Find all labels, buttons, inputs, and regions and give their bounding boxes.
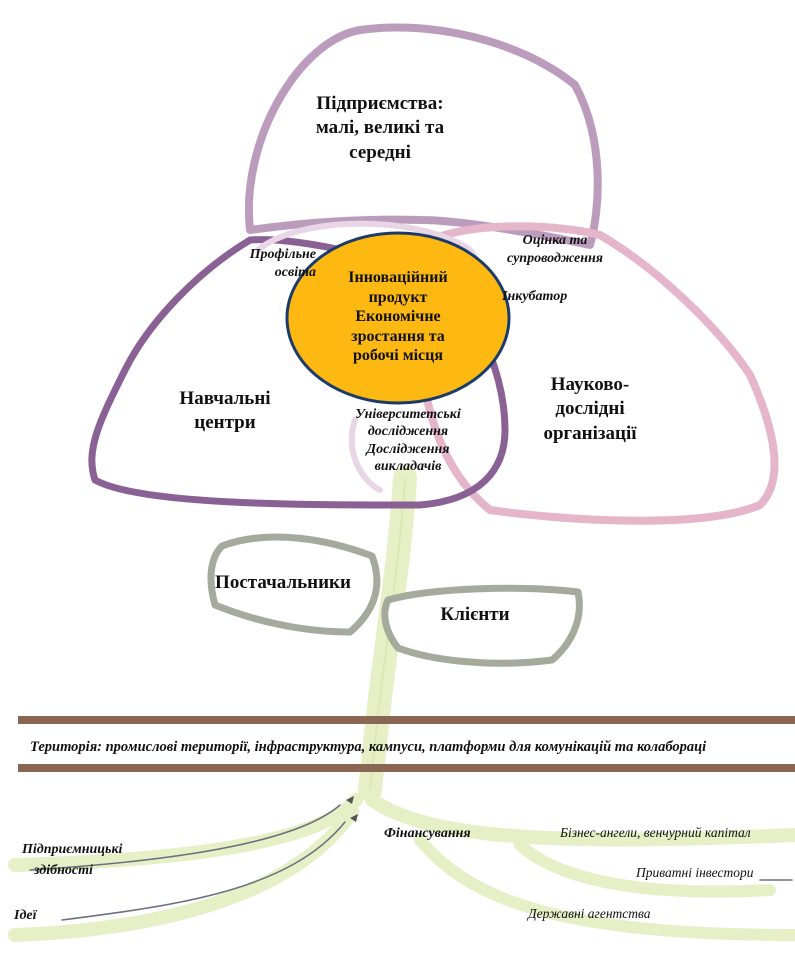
label-research-line-1: Науково- — [550, 374, 630, 395]
label-assessment: Оцінка та супроводження — [495, 232, 615, 268]
leaf-clients — [381, 584, 583, 667]
label-assessment-line-1: Оцінка та — [522, 233, 588, 248]
flow-line-entrepreneurial — [29, 804, 341, 871]
label-territory: Територія: промислові території, інфраст… — [30, 739, 707, 755]
label-center-line-3: Економічне — [355, 308, 441, 326]
label-center-line-2: продукт — [368, 288, 428, 306]
label-enterprises: Підприємства: малі, великі та середні — [255, 92, 505, 165]
label-clients: Клієнти — [440, 604, 510, 625]
label-center: Інноваційний продукт Економічне зростанн… — [300, 268, 496, 366]
label-center-line-1: Інноваційний — [348, 269, 448, 286]
label-profile-line-1: Профільне — [249, 247, 316, 262]
label-research-overlap-line-2: дослідження — [367, 424, 449, 440]
root-right — [365, 793, 795, 847]
leaf-suppliers — [207, 533, 381, 636]
arrow-head-2 — [350, 814, 358, 822]
root-right-mid — [514, 839, 776, 898]
label-entrepreneurial-line-1: Підприємницькі — [22, 842, 123, 857]
label-assessment-line-2: супроводження — [506, 251, 604, 267]
label-financing: Фінансування — [384, 826, 471, 841]
label-state-agencies: Державні агентства — [528, 906, 651, 921]
label-ideas: Ідеї — [14, 908, 37, 923]
label-university-research: Університетські дослідження Дослідження … — [340, 406, 476, 475]
label-research-line-2: дослідні — [555, 398, 625, 420]
label-incubator-line-1: Інкубатор — [502, 289, 568, 304]
roots — [8, 793, 795, 942]
arrow-head-1 — [346, 796, 354, 804]
label-entrepreneurial-line-2: здібності — [34, 863, 93, 878]
root-left — [8, 793, 363, 872]
label-profile-line-2: освіта — [274, 265, 316, 281]
label-profile-education: Профільне освіта — [240, 246, 316, 282]
petal-enterprises — [244, 23, 602, 249]
label-training-centers: Навчальні центри — [140, 387, 310, 436]
label-center-line-4: зростання та — [351, 327, 445, 345]
label-incubator: Інкубатор — [502, 288, 592, 306]
root-right-lower — [414, 834, 795, 941]
label-suppliers: Постачальники — [215, 572, 351, 593]
label-training-line-1: Навчальні — [179, 388, 271, 409]
label-research-overlap-line-3: Дослідження — [366, 441, 450, 457]
label-entrepreneurial-abilities: Підприємницькі здібності — [22, 839, 142, 881]
label-private-investors: Приватні інвестори — [636, 865, 754, 880]
label-enterprises-line-3: середні — [349, 141, 411, 163]
flow-line-ideas — [61, 821, 346, 921]
label-research-line-3: організації — [543, 422, 637, 444]
label-research-overlap-line-4: викладачів — [374, 459, 442, 475]
label-training-line-2: центри — [194, 412, 256, 434]
ground-bar-bottom — [18, 764, 795, 772]
ground-bar-top — [18, 716, 795, 724]
label-research-overlap-line-1: Університетські — [355, 407, 461, 422]
label-enterprises-line-2: малі, великі та — [315, 117, 445, 139]
center-circle — [285, 231, 511, 405]
label-enterprises-line-1: Підприємства: — [316, 93, 444, 114]
label-center-line-5: робочі місця — [352, 347, 444, 365]
label-business-angels: Бізнес-ангели, венчурний капітал — [560, 825, 751, 840]
label-research-orgs: Науково- дослідні організації — [510, 373, 670, 446]
